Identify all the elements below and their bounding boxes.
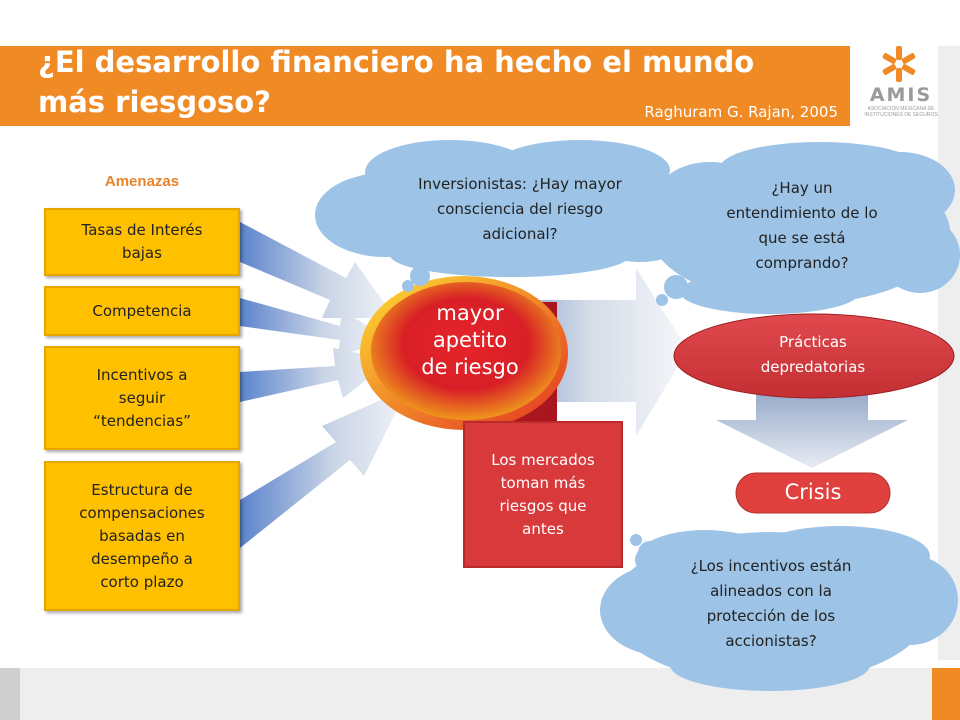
- arrow-tasas: [240, 222, 395, 318]
- cloud-line: Inversionistas: ¿Hay mayor: [418, 175, 622, 193]
- cloud-line: que se está: [758, 229, 846, 247]
- footer-left-block: [0, 668, 20, 720]
- threat-box-incentivos: Incentivos a seguir “tendencias”: [44, 346, 240, 450]
- threats-heading: Amenazas: [104, 173, 180, 190]
- threat-text: “tendencias”: [93, 411, 191, 430]
- slide-title: ¿El desarrollo financiero ha hecho el mu…: [38, 42, 848, 122]
- threat-text: Competencia: [92, 301, 192, 320]
- threat-box-tasas: Tasas de Interés bajas: [44, 208, 240, 276]
- practices-pill: [673, 313, 955, 399]
- markets-line: toman más: [500, 473, 586, 492]
- cloud-line: protección de los: [706, 607, 836, 625]
- logo-subtitle: ASOCIACIÓN MEXICANA DE INSTITUCIONES DE …: [864, 106, 938, 118]
- cloud-line: ¿Los incentivos están: [690, 557, 852, 575]
- markets-line: antes: [522, 519, 564, 538]
- cloud-understanding-text: ¿Hay un entendimiento de lo que se está …: [672, 176, 932, 276]
- down-arrow: [716, 385, 908, 468]
- cloud-investors: [315, 140, 700, 292]
- orb-line: apetito: [432, 328, 508, 352]
- risk-appetite-orb: [371, 282, 561, 420]
- threat-box-estructura: Estructura de compensaciones basadas en …: [44, 461, 240, 611]
- threat-text: Estructura de: [91, 480, 193, 499]
- author-citation: Raghuram G. Rajan, 2005: [644, 103, 838, 121]
- footer-orange-block: [932, 668, 960, 720]
- cloud-understanding: [650, 142, 960, 314]
- cloud-incentives: [600, 526, 958, 691]
- amis-logo: [882, 46, 916, 82]
- predatory-practices-label: Prácticas depredatorias: [678, 330, 948, 380]
- practices-line: depredatorias: [760, 358, 866, 376]
- risk-appetite-label: mayor apetito de riesgo: [380, 300, 560, 381]
- cloud-line: accionistas?: [725, 632, 817, 650]
- cloud-line: comprando?: [755, 254, 849, 272]
- cloud-incentives-text: ¿Los incentivos están alineados con la p…: [640, 554, 902, 654]
- cloud-line: adicional?: [482, 225, 558, 243]
- orb-line: mayor: [436, 301, 504, 325]
- cloud-line: consciencia del riesgo: [436, 200, 604, 218]
- threat-text: desempeño a: [91, 549, 193, 568]
- title-band: [0, 46, 850, 126]
- markets-box: Los mercados toman más riesgos que antes: [463, 421, 623, 568]
- arrow-estructura: [240, 388, 408, 548]
- logo-name: AMIS: [869, 84, 933, 106]
- orb-line: de riesgo: [421, 355, 519, 379]
- markets-line: Los mercados: [491, 450, 595, 469]
- threat-text: Incentivos a: [96, 365, 188, 384]
- cloud-line: ¿Hay un: [771, 179, 833, 197]
- threat-text: corto plazo: [100, 572, 184, 591]
- practices-line: Prácticas: [779, 333, 847, 351]
- cloud-line: alineados con la: [710, 582, 832, 600]
- threat-text: basadas en: [99, 526, 185, 545]
- title-line-2: más riesgoso?: [38, 85, 272, 119]
- threat-text: bajas: [122, 244, 162, 262]
- markets-line: riesgos que: [499, 496, 587, 515]
- crisis-label: Crisis: [784, 480, 842, 504]
- crisis-pill: [735, 472, 891, 514]
- threat-text: compensaciones: [79, 503, 205, 522]
- threat-box-competencia: Competencia: [44, 286, 240, 336]
- arrow-competencia: [240, 298, 390, 356]
- threat-text: Tasas de Interés: [81, 221, 203, 239]
- cloud-investors-text: Inversionistas: ¿Hay mayor consciencia d…: [370, 172, 670, 247]
- title-line-1: ¿El desarrollo financiero ha hecho el mu…: [38, 45, 755, 79]
- arrow-incentivos: [240, 348, 392, 402]
- threat-text: seguir: [118, 388, 166, 407]
- cloud-line: entendimiento de lo: [726, 204, 878, 222]
